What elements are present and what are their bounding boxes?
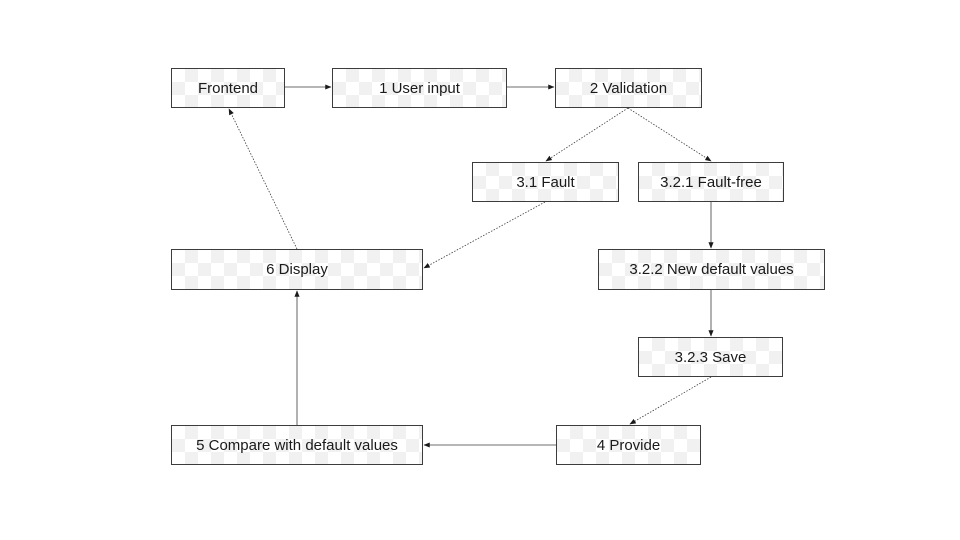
node-frontend: Frontend xyxy=(171,68,285,108)
node-validation: 2 Validation xyxy=(555,68,702,108)
node-user-input: 1 User input xyxy=(332,68,507,108)
edge-display-to-frontend xyxy=(228,108,298,250)
edge-fault-to-display xyxy=(423,201,546,269)
edge-save-to-provide xyxy=(629,376,712,425)
node-provide: 4 Provide xyxy=(556,425,701,465)
node-save: 3.2.3 Save xyxy=(638,337,783,377)
node-fault: 3.1 Fault xyxy=(472,162,619,202)
node-new-default-values: 3.2.2 New default values xyxy=(598,249,825,290)
edge-validation-to-fault xyxy=(545,107,629,162)
node-fault-free: 3.2.1 Fault-free xyxy=(638,162,784,202)
node-compare-with-default-values: 5 Compare with default values xyxy=(171,425,423,465)
node-display: 6 Display xyxy=(171,249,423,290)
edge-validation-to-fault-free xyxy=(627,107,712,162)
